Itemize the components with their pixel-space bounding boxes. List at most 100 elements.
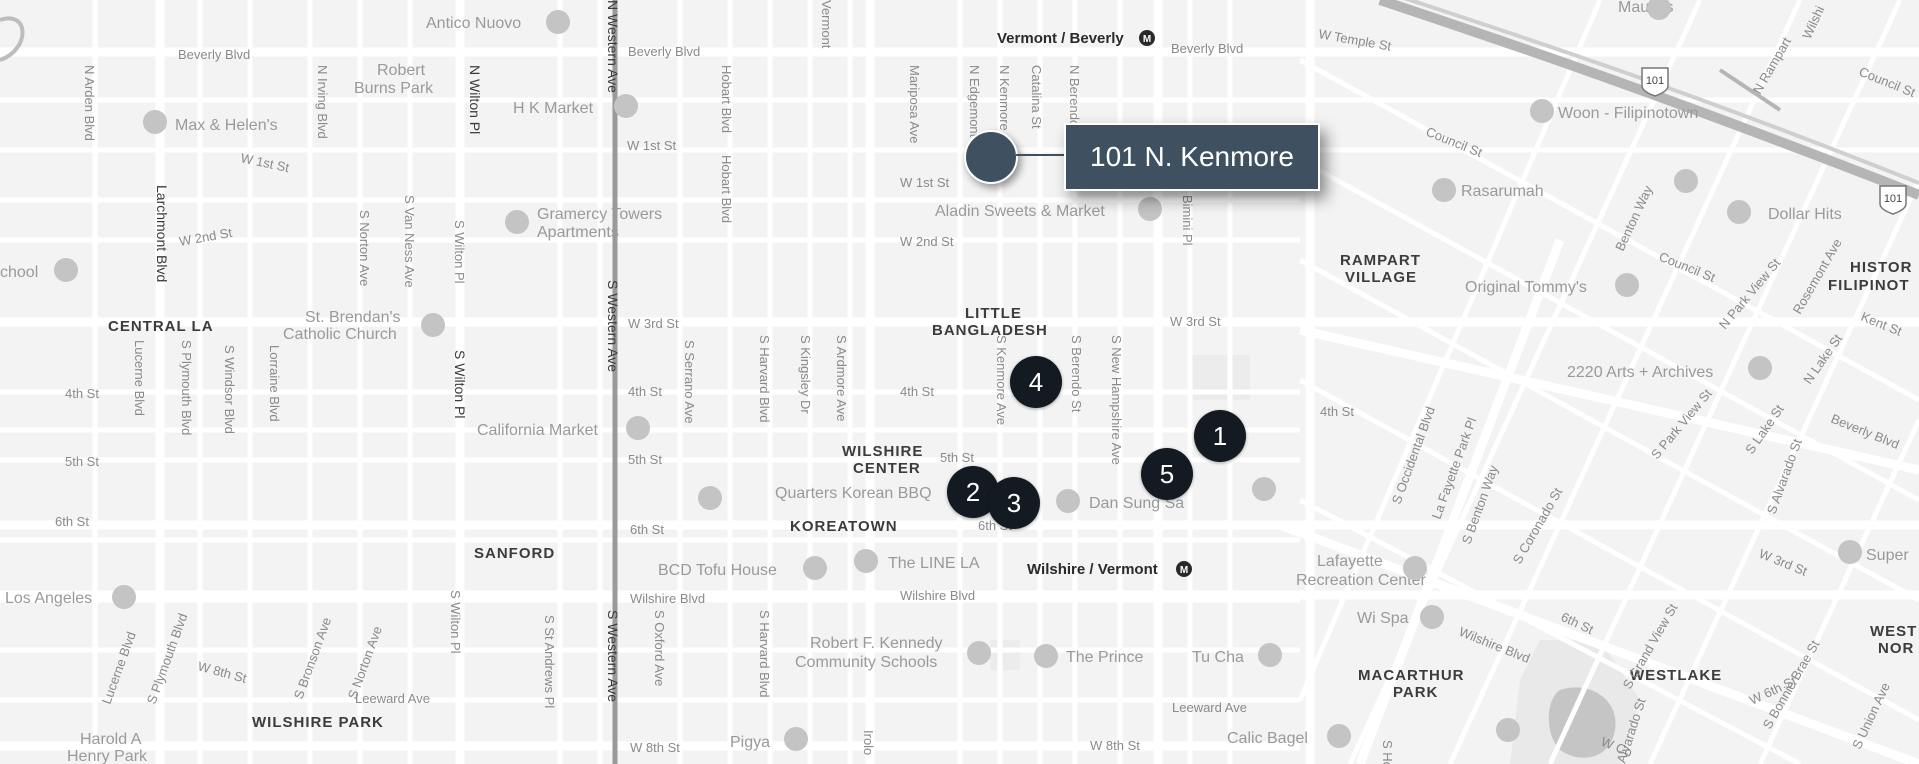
- restaurant-icon: [1056, 489, 1080, 513]
- area-label: CENTRAL LA: [108, 318, 214, 335]
- poi-label: Aladin Sweets & Market: [935, 203, 1105, 220]
- poi-label: California Market: [477, 422, 598, 439]
- restaurant-icon: [546, 10, 570, 34]
- area-label: CENTER: [853, 460, 921, 477]
- restaurant-icon: [143, 110, 167, 134]
- street-label: Wilshire Blvd: [630, 591, 705, 606]
- freeway-shield-icon: 101: [1879, 185, 1907, 215]
- area-label: BANGLADESH: [932, 322, 1048, 339]
- poi-label: 2220 Arts + Archives: [1567, 364, 1713, 381]
- street-label: Beverly Blvd: [628, 44, 700, 59]
- street-label: Mariposa Ave: [907, 65, 922, 144]
- street-label: S Wilton Pl: [448, 590, 463, 654]
- park-icon: [1403, 556, 1427, 580]
- street-label: Beverly Blvd: [178, 47, 250, 62]
- street-label: S Van Ness Ave: [402, 195, 417, 288]
- street-label: Hobart Blvd: [719, 155, 734, 223]
- map-marker-4[interactable]: 4: [1010, 356, 1062, 408]
- area-label: LITTLE: [965, 305, 1022, 322]
- svg-text:101: 101: [1646, 75, 1664, 87]
- svg-text:101: 101: [1884, 193, 1902, 205]
- street-label: S Windsor Blvd: [222, 345, 237, 434]
- poi-label: Henry Park: [67, 748, 148, 764]
- restaurant-icon: [803, 556, 827, 580]
- area-label: FILIPINOT: [1828, 277, 1910, 294]
- street-label: S St Andrews Pl: [542, 615, 557, 708]
- street-label: S Kenmore Ave: [994, 335, 1009, 425]
- restaurant-icon: [1034, 644, 1058, 668]
- poi-label: Gramercy Towers: [537, 206, 662, 223]
- street-label: S Western Ave: [605, 610, 621, 702]
- poi-label: Woon - Filipinotown: [1558, 105, 1698, 122]
- street-label: 4th St: [900, 384, 934, 399]
- restaurant-icon: [1327, 724, 1351, 748]
- poi-label: Robert F. Kennedy: [810, 635, 943, 652]
- poi-label: The Prince: [1066, 649, 1143, 666]
- street-label: W 8th St: [1090, 738, 1140, 753]
- street-label: 6th St: [630, 522, 664, 537]
- place-icon: [1420, 605, 1444, 629]
- poi-label: Los Angeles: [5, 590, 92, 607]
- poi-label: Calic Bagel: [1227, 730, 1308, 747]
- street-label: 4th St: [1320, 404, 1354, 419]
- street-label: Leeward Ave: [355, 691, 430, 706]
- poi-label: Quarters Korean BBQ: [775, 485, 932, 502]
- street-label: S Kingsley Dr: [798, 335, 813, 414]
- street-label: W 3rd St: [1170, 314, 1221, 329]
- street-label: Beverly Blvd: [1171, 41, 1243, 56]
- street-label: N Kenmore: [997, 65, 1012, 131]
- street-label: 5th St: [65, 454, 99, 469]
- street-label: 5th St: [940, 450, 974, 465]
- church-icon: [421, 313, 445, 337]
- callout-connector: [1016, 154, 1066, 156]
- street-label: N Western Ave: [605, 0, 621, 93]
- street-label: W 3rd St: [628, 316, 679, 331]
- location-pin-icon[interactable]: [964, 130, 1018, 184]
- shopping-icon: [614, 94, 638, 118]
- street-label: W 1st St: [900, 175, 950, 190]
- metro-icon: [1139, 30, 1155, 46]
- poi-label: Catholic Church: [283, 326, 397, 343]
- metro-icon: [1176, 561, 1192, 577]
- poi-label: Dollar Hits: [1768, 206, 1842, 223]
- map-marker-5[interactable]: 5: [1141, 448, 1193, 500]
- poi-label: Apartments: [537, 224, 619, 241]
- restaurant-icon: [1615, 273, 1639, 297]
- poi-label: Wi Spa: [1357, 610, 1409, 627]
- area-label: WEST: [1870, 623, 1917, 640]
- street-label: S Harvard Blvd: [757, 335, 772, 422]
- street-label: S Wilton Pl: [452, 350, 468, 418]
- school-icon: [54, 258, 78, 282]
- street-label: Leeward Ave: [1172, 700, 1247, 715]
- poi-label: Super: [1866, 547, 1909, 564]
- metro-label: Vermont / Beverly: [997, 30, 1124, 47]
- place-icon: [505, 210, 529, 234]
- poi-label: Harold A: [80, 731, 142, 748]
- street-label: W 1st St: [627, 138, 677, 153]
- restaurant-icon: [1674, 169, 1698, 193]
- poi-label: Recreation Center: [1296, 572, 1427, 589]
- poi-label: St. Brendan's: [305, 309, 401, 326]
- street-label: N Edgemont: [967, 65, 982, 138]
- poi-label: Antico Nuovo: [426, 15, 521, 32]
- poi-label: Pigya: [730, 734, 770, 751]
- map-marker-3[interactable]: 3: [988, 477, 1040, 529]
- street-label: S New Hampshire Ave: [1109, 335, 1124, 465]
- street-label: 5th St: [628, 452, 662, 467]
- shopping-icon: [626, 416, 650, 440]
- cafe-icon: [1258, 643, 1282, 667]
- street-label: Larchmont Blvd: [154, 185, 170, 282]
- poi-label: Robert: [377, 62, 426, 79]
- poi-label: Lafayette: [1317, 553, 1383, 570]
- street-label: Vermont: [819, 0, 834, 49]
- street-label: Catalina St: [1029, 65, 1044, 129]
- map-marker-1[interactable]: 1: [1194, 410, 1246, 462]
- restaurant-icon: [1496, 718, 1520, 742]
- freeway-shield-icon: 101: [1641, 67, 1669, 97]
- area-label: WILSHIRE PARK: [252, 714, 384, 731]
- area-label: VILLAGE: [1345, 269, 1417, 286]
- restaurant-icon: [698, 486, 722, 510]
- location-callout[interactable]: 101 N. Kenmore: [1064, 123, 1320, 191]
- street-label: S Harvard Blvd: [757, 610, 772, 697]
